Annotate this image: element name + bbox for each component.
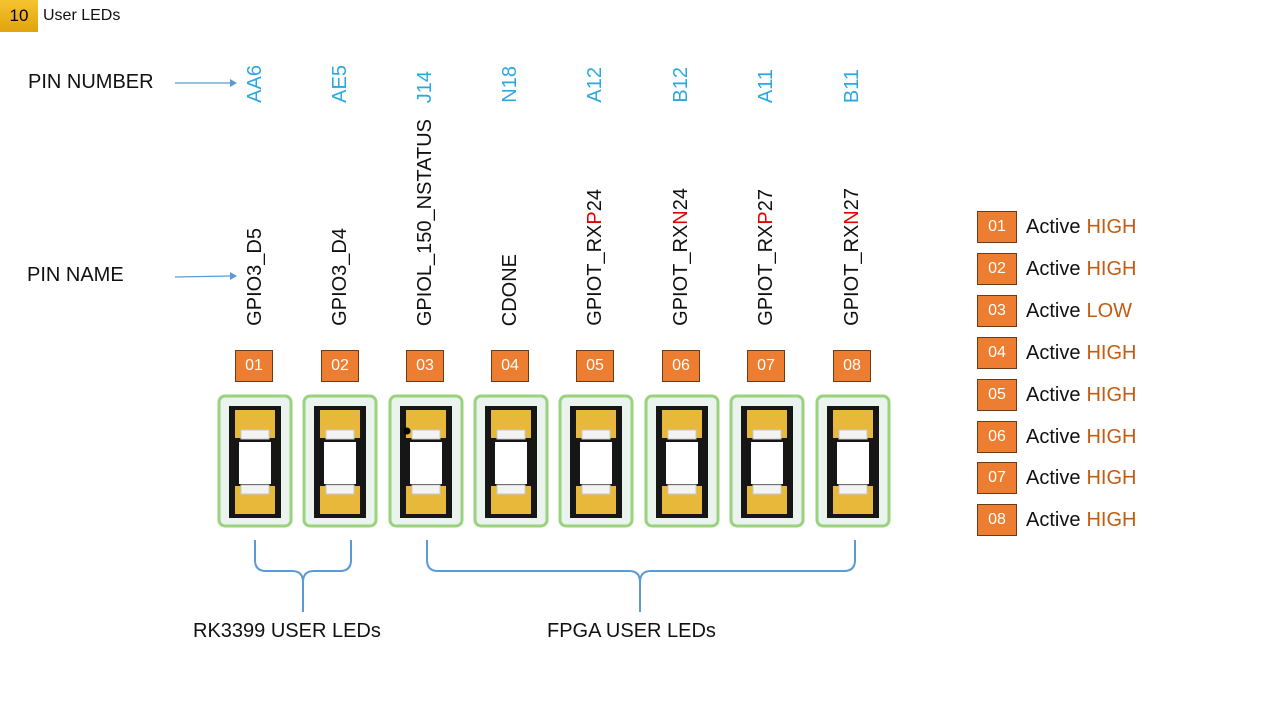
led-index-01: 01 [235, 350, 273, 382]
legend-index: 02 [977, 253, 1017, 285]
fpga-bracket [426, 540, 856, 612]
led-index-06: 06 [662, 350, 700, 382]
legend-index: 04 [977, 337, 1017, 369]
legend-index: 06 [977, 421, 1017, 453]
led-index-04: 04 [491, 350, 529, 382]
legend-index: 03 [977, 295, 1017, 327]
rk3399-group-label: RK3399 USER LEDs [193, 620, 381, 642]
legend-index: 05 [977, 379, 1017, 411]
legend-level: LOW [1086, 299, 1133, 322]
pin-name-arrow [174, 272, 237, 280]
legend-index: 08 [977, 504, 1017, 536]
legend-level: HIGH [1086, 257, 1137, 280]
fpga-group-label: FPGA USER LEDs [547, 620, 716, 642]
legend-level: HIGH [1086, 466, 1137, 489]
legend-level: HIGH [1086, 508, 1137, 531]
pin-number-label: PIN NUMBER [28, 71, 154, 93]
led-index-02: 02 [321, 350, 359, 382]
legend-prefix: Active [1026, 215, 1081, 238]
legend-prefix: Active [1026, 508, 1081, 531]
led-index-08: 08 [833, 350, 871, 382]
legend-index: 07 [977, 462, 1017, 494]
legend-prefix: Active [1026, 383, 1081, 406]
legend-level: HIGH [1086, 425, 1137, 448]
pin-name-label: PIN NAME [27, 264, 124, 286]
legend-prefix: Active [1026, 257, 1081, 280]
legend-prefix: Active [1026, 341, 1081, 364]
pin-number-arrow [175, 79, 237, 87]
legend-level: HIGH [1086, 215, 1137, 238]
legend-prefix: Active [1026, 425, 1081, 448]
slide-number-badge: 10 [0, 0, 38, 32]
slide-title: User LEDs [43, 7, 121, 24]
legend-level: HIGH [1086, 383, 1137, 406]
led-index-07: 07 [747, 350, 785, 382]
legend-prefix: Active [1026, 466, 1081, 489]
legend-index: 01 [977, 211, 1017, 243]
legend-level: HIGH [1086, 341, 1137, 364]
rk3399-bracket [254, 540, 352, 612]
led-03 [388, 394, 464, 528]
led-index-03: 03 [406, 350, 444, 382]
led-index-05: 05 [576, 350, 614, 382]
legend-prefix: Active [1026, 299, 1081, 322]
